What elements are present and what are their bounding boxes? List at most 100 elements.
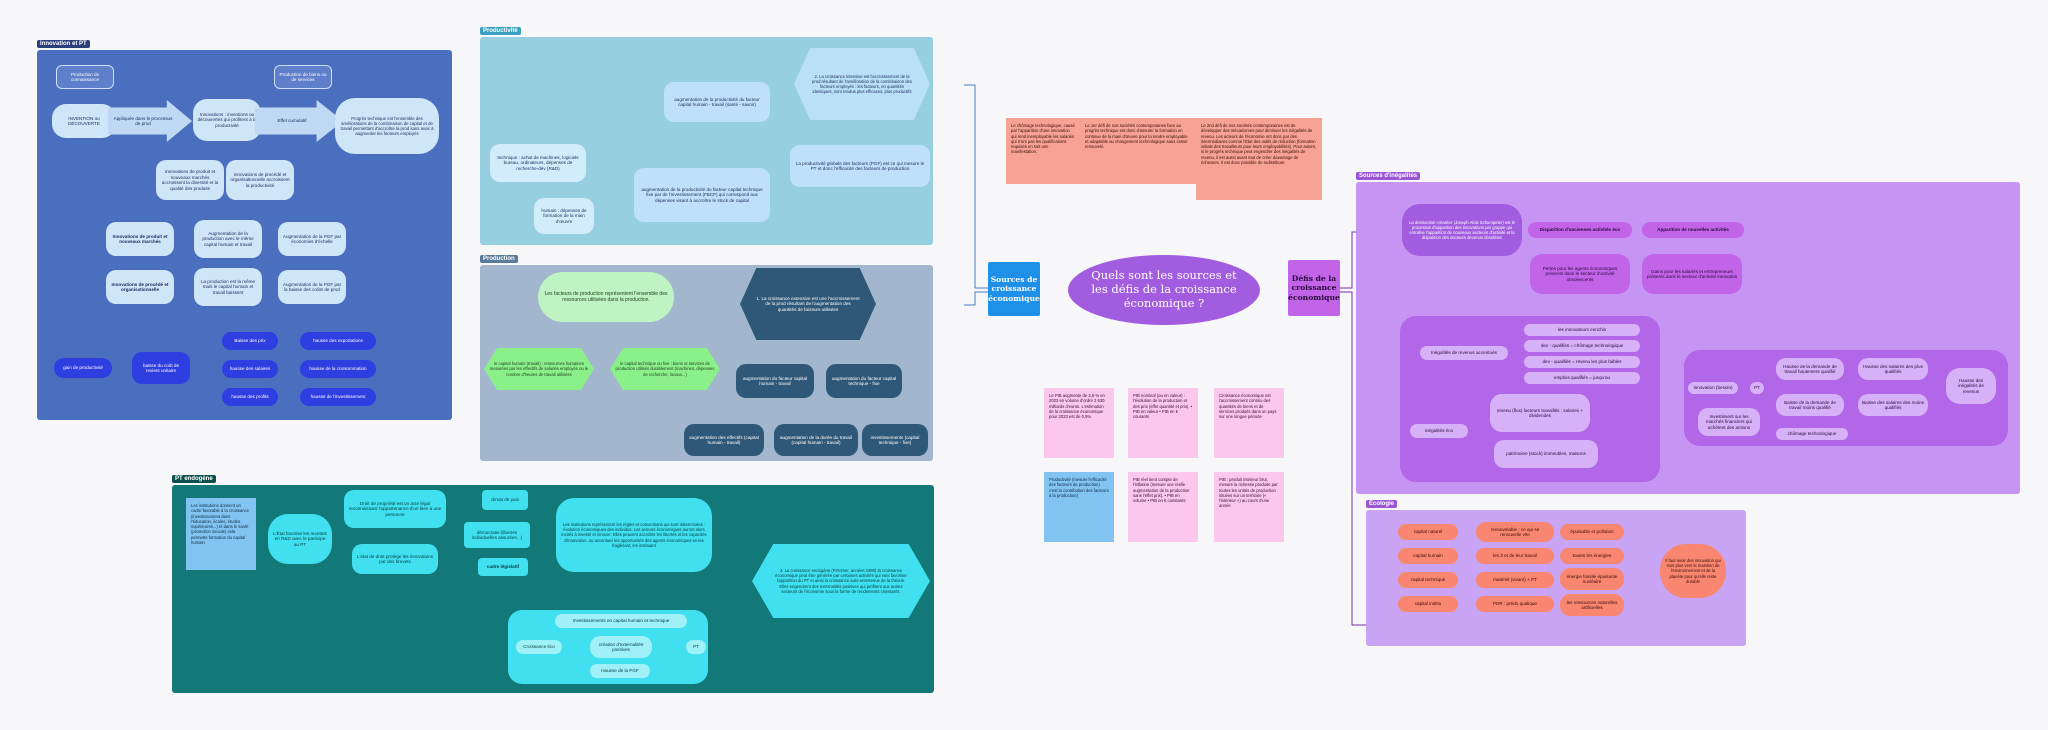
rev-qualifies: emplois qualifiés = jusqu'au <box>1524 372 1640 384</box>
note-productivite: Productivité (mesure l'efficacité des fa… <box>1044 472 1114 542</box>
baisse-cout: baisse du coût de revient unitaire <box>132 352 190 384</box>
cycle-pgf: Hausse de la PGF <box>590 664 650 678</box>
destruction-creatrice: La destruction créatrice (Joseph Alois S… <box>1402 204 1522 256</box>
pertes-node: Pertes pour les agents économiques prése… <box>1530 254 1630 294</box>
note-red-3: Le 2nd défi de nos sociétés contemporain… <box>1196 118 1322 200</box>
capital-humain-hex: le capital humain (travail) : ressources… <box>484 348 594 390</box>
innovation-besoin: Innovation (besoin) <box>1688 382 1738 394</box>
pgf-couts-box: Augmentation de la PGF par la baisse des… <box>278 270 346 304</box>
center-question: Quels sont les sources et les défis de l… <box>1068 255 1260 325</box>
disparition-activites: Disparition d'anciennes activités éco <box>1528 222 1632 238</box>
hausse-salaires: hausse des salaires <box>222 360 278 378</box>
gain-productivite: gain de productivité <box>54 358 112 378</box>
mid-renouvelable: renouvelable : ce qui se renouvelle vite <box>1476 522 1554 542</box>
cap-naturel: capital naturel <box>1398 524 1458 540</box>
investissements: investissements (capital technique - fix… <box>862 424 928 456</box>
sources-node: Sources de croissance économique <box>988 262 1040 316</box>
innov-procede-box: Innovations de procédé et organisationne… <box>106 270 174 304</box>
hausse-profits: hausse des profits <box>222 388 278 406</box>
productivite-frame-title: Productivité <box>480 27 521 35</box>
pt-frame-title: PT endogène <box>172 475 216 483</box>
aug-capital: augmentation de la productivité du facte… <box>634 168 770 222</box>
technique-node: technique : achat de machines, logiciels… <box>490 144 586 182</box>
out-epuisable: épuisable et pollution <box>1560 524 1624 540</box>
cycle-croissance: Croissance éco <box>516 640 562 654</box>
cap-humain: capital humain <box>1398 548 1458 564</box>
patrimoine-stock: patrimoine (stock) immeubles, maisons <box>1494 440 1598 468</box>
cadre-legislatif: cadre législatif <box>478 558 528 576</box>
progres-node: Progrès technique est l'ensemble des amé… <box>335 98 439 154</box>
hausse-investissement: hausse de l'investissement <box>300 388 376 406</box>
cycle-pt: PT <box>686 640 706 654</box>
croissance-endogene-hex: 3. La croissance endogène (P.Romer, anné… <box>752 544 930 618</box>
note-croissance-def: Croissance économique est l'accroissemen… <box>1214 388 1284 458</box>
inegalites-eco: inégalités éco <box>1410 424 1468 438</box>
baisse-demande: Baisse de la demande de travail moins qu… <box>1776 394 1844 416</box>
humain-node: humain : dépenses de formation de la mai… <box>534 198 594 234</box>
baisse-salaires: Baisse des salaires des moins qualifiés <box>1858 394 1928 416</box>
institutions-note: Les institutions donnent un cadre favora… <box>186 498 256 570</box>
innov-procede-node: Innovations de procédé et organisationne… <box>226 160 294 200</box>
innovations-node: Innovations : inventions ou découvertes … <box>193 99 261 141</box>
hausse-consommation: hausse de la consommation <box>300 360 376 378</box>
note-pib-nominal: PIB nominal (ou en valeur) : l'évolution… <box>1128 388 1198 458</box>
cycle-investissements: Investissements en capital humain et tec… <box>555 614 687 628</box>
prod-meme-box: La production est la même mais le capita… <box>194 268 262 306</box>
production-frame-title: Production <box>480 255 518 263</box>
innov-produit-box: Innovations de produit et nouveaux march… <box>106 222 174 256</box>
pgf-echelle-box: Augmentation de la PGF par économies d'é… <box>278 222 346 256</box>
mid-travail: les 3 et de leur travail <box>1476 548 1554 564</box>
ecologie-frame-title: Écologie <box>1366 500 1398 508</box>
innovation-frame-title: Innovation et PT <box>37 40 90 48</box>
institutions-node: Les institutions représentent les règles… <box>556 498 712 572</box>
baisse-prix: Baisse des prix <box>222 332 278 350</box>
cycle-externalites: création d'externalités positives <box>590 636 652 658</box>
innov-produit-node: Innovations de produit et nouveaux march… <box>156 160 224 200</box>
inegalites-revenus: Inégalités de revenus accentués <box>1420 346 1508 360</box>
note-red-2: Le 1er défi de nos sociétés contemporain… <box>1080 118 1196 184</box>
aug-duree: augmentation de la durée du travail (cap… <box>774 424 858 456</box>
apparition-activites: Apparition de nouvelles activités <box>1642 222 1744 238</box>
eco-final: Il faut avoir des innovation qui sont pl… <box>1660 544 1726 598</box>
aug-effectifs: augmentation des effectifs (capital huma… <box>684 424 764 456</box>
rev-innovateurs: les innovateurs enrichis <box>1524 324 1640 336</box>
cap-institu: capital institu <box>1398 596 1458 612</box>
prod-connaissance: Production de connaissance <box>56 65 114 89</box>
inegalites-frame-title: Sources d'inégalités <box>1356 172 1421 180</box>
aug-travail: augmentation de la productivité du facte… <box>664 82 770 122</box>
defis-node: Défis de la croissance économique <box>1288 260 1340 316</box>
aug-facteur-humain: augmentation du facteur capital humain -… <box>736 364 814 398</box>
invention-node: INVENTION ou DÉCOUVERTE <box>52 104 116 138</box>
hausse-salaires-qualifies: Hausse des salaires des plus qualifiés <box>1858 358 1928 380</box>
pgf-node: La productivité globale des facteurs (PG… <box>790 145 930 187</box>
chomage-techno: chômage technologique <box>1776 428 1848 440</box>
prod-biens: Production de biens ou de services <box>274 65 332 89</box>
aug-production-box: Augmentation de la production avec le mê… <box>194 220 262 258</box>
etat-favorise: L'État favorise les recettes en R&D avec… <box>268 514 332 564</box>
croissance-intensive-hex: 2. La croissance intensive est l'accrois… <box>794 48 930 120</box>
droit-propriete: Droit de propriété est un acte légal rec… <box>344 490 446 528</box>
out-fossile: énergie fossile épuisante nucléaire <box>1560 568 1624 590</box>
capital-technique-hex: le capital technique ou fixe : biens et … <box>610 348 720 390</box>
note-pib-def: PIB : produit intérieur brut, mesure la … <box>1214 472 1284 542</box>
pt-circle: PT <box>1750 382 1764 394</box>
out-ressources: les ressources naturelles artificielles <box>1560 594 1624 616</box>
hausse-exportations: hausse des exportations <box>300 332 376 350</box>
note-pib-reel: PIB réel tient compte de l'inflation (me… <box>1128 472 1198 542</box>
gains-node: Gains pour les salariés et entrepreneurs… <box>1642 254 1742 294</box>
note-pib-croissance: Le PIB augmente de 2,5 % en 2023 en volu… <box>1044 388 1114 458</box>
hausse-inegalites: Hausse des inégalités de revenus <box>1946 368 1996 404</box>
investissent-marches: Investissent sur les marchés financiers … <box>1698 408 1760 436</box>
note-red-1: Le chômage technologique, causé par l'ap… <box>1006 118 1080 184</box>
facteurs-production: Les facteurs de production représentent … <box>538 272 674 322</box>
climat-paix: climat de paix <box>482 490 528 510</box>
croissance-extensive-hex: 1. La croissance extensive est une l'acc… <box>740 268 876 340</box>
etat-droit: L'état de droit protège les innovations … <box>352 544 438 574</box>
mid-pdr: PDR : prédo qualique <box>1476 596 1554 612</box>
rev-chomage: dev - qualifiés = chômage technologique <box>1524 340 1640 352</box>
rev-faibles: dev - qualifiés = revenu les plus faible… <box>1524 356 1640 368</box>
aug-facteur-technique: augmentation du facteur capital techniqu… <box>826 364 902 398</box>
hausse-demande: Hausse de la demande de travail hautemen… <box>1776 358 1844 380</box>
mid-materiel: matériel (vivant) + PT <box>1476 572 1554 588</box>
